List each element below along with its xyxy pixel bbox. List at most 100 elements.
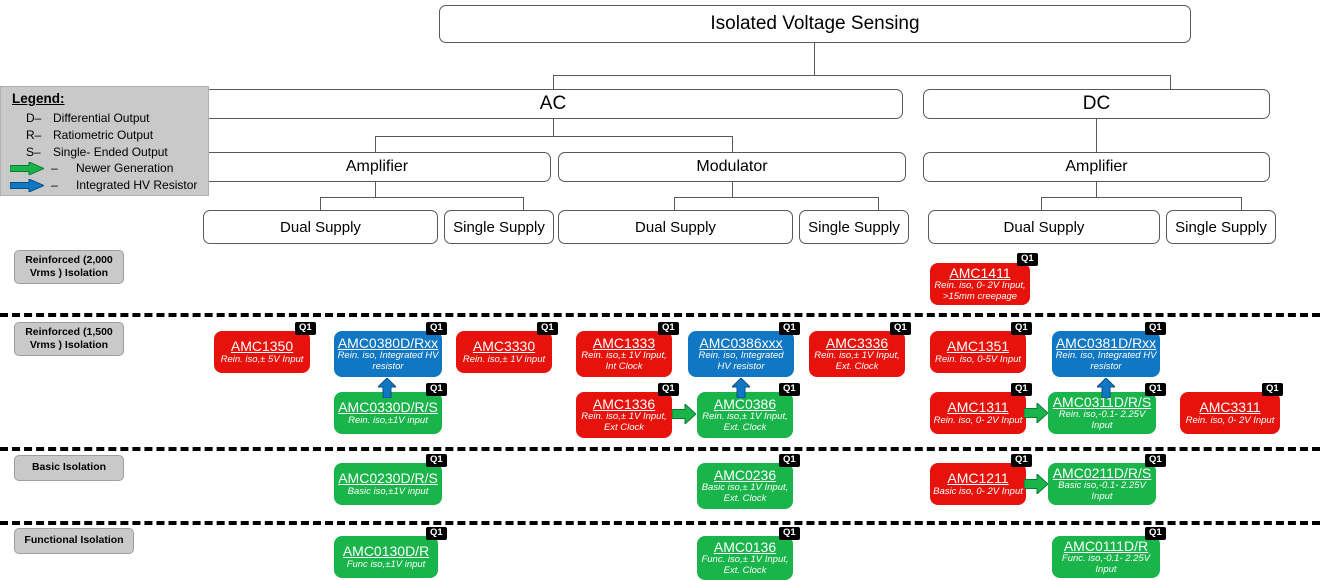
product-description: Func. iso,± 1V Input, Ext. Clock — [701, 554, 789, 576]
product-description: Basic iso,±1V input — [347, 485, 429, 497]
product-chip-amc0236[interactable]: AMC0236 Basic iso,± 1V Input, Ext. Clock — [697, 463, 793, 509]
node-single-supply-modulator[interactable]: Single Supply — [799, 210, 909, 244]
product-part-number: AMC0130D/R — [342, 542, 430, 559]
node-amplifier-ac[interactable]: Amplifier — [203, 152, 551, 182]
connector-single-ac-down — [523, 197, 525, 210]
legend-key-r: R– — [26, 128, 42, 142]
product-chip-amc1411[interactable]: AMC1411 Rein. iso, 0- 2V Input, >15mm cr… — [930, 263, 1030, 305]
node-dual-supply-amplifier-ac[interactable]: Dual Supply — [203, 210, 438, 244]
q1-badge: Q1 — [779, 527, 800, 540]
product-chip-amc3311[interactable]: AMC3311 Rein. iso, 0- 2V Input — [1180, 392, 1280, 434]
product-chip-amc3336[interactable]: AMC3336 Rein. iso,± 1V Input, Ext. Clock — [809, 331, 905, 377]
product-description: Rein. iso,± 1V Input, Int Clock — [581, 350, 667, 372]
node-dual-supply-modulator[interactable]: Dual Supply — [558, 210, 793, 244]
product-chip-amc0330[interactable]: AMC0330D/R/S Rein. iso,±1V input — [334, 392, 442, 434]
green-right-arrow-icon — [1024, 474, 1048, 494]
product-chip-amc0230[interactable]: AMC0230D/R/S Basic iso,±1V input — [334, 463, 442, 505]
product-chip-amc0386xxx[interactable]: AMC0386xxx Rein. iso, Integrated HV resi… — [688, 331, 794, 377]
connector-single-dc-down — [1241, 197, 1243, 210]
legend: Legend: D– Differential Output R– Ratiom… — [0, 86, 209, 196]
product-description: Rein. iso, Integrated HV resistor — [698, 350, 784, 372]
band-text: Reinforced (1,500 Vrms ) Isolation — [25, 325, 113, 351]
node-label: Amplifier — [345, 158, 409, 175]
node-dc[interactable]: DC — [923, 89, 1270, 119]
connector-modulator-down — [732, 136, 734, 152]
product-part-number: AMC0381D/Rxx — [1055, 334, 1157, 351]
product-description: Basic iso,-0.1- 2.25V Input — [1058, 480, 1146, 502]
legend-key-d: D– — [26, 111, 42, 125]
node-label: DC — [1082, 93, 1111, 114]
band-text: Reinforced (2,000 Vrms ) Isolation — [25, 253, 113, 279]
product-chip-amc0130[interactable]: AMC0130D/R Func iso,±1V input — [334, 536, 438, 578]
connector-dc-amplifier-down — [1096, 119, 1098, 152]
product-chip-amc1351[interactable]: AMC1351 Rein. iso, 0-5V Input — [930, 331, 1026, 373]
q1-badge: Q1 — [1017, 253, 1038, 266]
q1-badge: Q1 — [426, 527, 447, 540]
separator-basic — [0, 447, 1320, 451]
connector-ac-split-down — [553, 119, 555, 136]
product-chip-amc1350[interactable]: AMC1350 Rein. iso,± 5V Input — [214, 331, 310, 373]
q1-badge: Q1 — [890, 322, 911, 335]
green-right-arrow-icon — [10, 162, 44, 175]
blue-up-arrow-icon — [1097, 378, 1115, 398]
blue-right-arrow-icon — [10, 179, 44, 192]
legend-text-integrated-hv-resistor: Integrated HV Resistor — [76, 178, 198, 192]
q1-badge: Q1 — [537, 322, 558, 335]
product-chip-amc1311[interactable]: AMC1311 Rein. iso, 0- 2V Input — [930, 392, 1026, 434]
product-chip-amc0380[interactable]: AMC0380D/Rxx Rein. iso, Integrated HV re… — [334, 331, 442, 377]
product-chip-amc0381[interactable]: AMC0381D/Rxx Rein. iso, Integrated HV re… — [1052, 331, 1160, 377]
product-description: Rein. iso,± 5V Input — [220, 353, 304, 365]
legend-dash-2: – — [51, 178, 58, 192]
connector-amp-ac-supply-down — [375, 182, 377, 197]
product-chip-amc0111[interactable]: AMC0111D/R Func. iso,-0.1- 2.25V Input — [1052, 536, 1160, 578]
connector-amp-ac-supply-horizontal — [320, 197, 523, 199]
node-label: Dual Supply — [280, 218, 361, 236]
legend-text-r: Ratiometric Output — [53, 128, 154, 142]
q1-badge: Q1 — [658, 322, 679, 335]
node-ac[interactable]: AC — [203, 89, 903, 119]
node-single-supply-amplifier-dc[interactable]: Single Supply — [1166, 210, 1276, 244]
product-part-number: AMC0386xxx — [699, 334, 783, 351]
connector-ac-split-horizontal — [375, 136, 732, 138]
green-right-arrow-icon — [1024, 403, 1048, 423]
q1-badge: Q1 — [1011, 383, 1032, 396]
product-description: Rein. iso, Integrated HV resistor — [1055, 350, 1157, 372]
product-chip-amc0211[interactable]: AMC0211D/R/S Basic iso,-0.1- 2.25V Input — [1048, 463, 1156, 505]
q1-badge: Q1 — [658, 383, 679, 396]
product-chip-amc1211[interactable]: AMC1211 Basic iso, 0- 2V Input — [930, 463, 1026, 505]
q1-badge: Q1 — [779, 454, 800, 467]
band-label-reinforced-1500: Reinforced (1,500 Vrms ) Isolation — [14, 322, 124, 356]
q1-badge: Q1 — [1262, 383, 1283, 396]
product-description: Rein. iso, 0-5V Input — [934, 353, 1022, 365]
product-chip-amc0311[interactable]: AMC0311D/R/S Rein. iso,-0.1- 2.25V Input — [1048, 392, 1156, 434]
q1-badge: Q1 — [779, 322, 800, 335]
node-label: Single Supply — [453, 218, 545, 236]
node-single-supply-amplifier-ac[interactable]: Single Supply — [444, 210, 554, 244]
node-label: AC — [539, 93, 567, 114]
product-chip-amc0386[interactable]: AMC0386 Rein. iso,± 1V Input, Ext. Clock — [697, 392, 793, 438]
separator-reinforced-1500 — [0, 313, 1320, 317]
product-chip-amc1336[interactable]: AMC1336 Rein. iso,± 1V Input, Ext Clock — [576, 392, 672, 438]
connector-dual-dc-down — [1041, 197, 1043, 210]
product-chip-amc1333[interactable]: AMC1333 Rein. iso,± 1V Input, Int Clock — [576, 331, 672, 377]
node-isolated-voltage-sensing[interactable]: Isolated Voltage Sensing — [439, 5, 1191, 43]
product-description: Rein. iso,± 1V input — [462, 353, 546, 365]
product-chip-amc0136[interactable]: AMC0136 Func. iso,± 1V Input, Ext. Clock — [697, 536, 793, 580]
product-description: Rein. iso, 0- 2V Input — [933, 414, 1023, 426]
band-text: Basic Isolation — [31, 461, 107, 474]
product-description: Basic iso,± 1V Input, Ext. Clock — [701, 482, 789, 504]
band-label-reinforced-2000: Reinforced (2,000 Vrms ) Isolation — [14, 250, 124, 284]
node-modulator[interactable]: Modulator — [558, 152, 906, 182]
product-part-number: AMC3311 — [1199, 398, 1261, 415]
product-description: Rein. iso, Integrated HV resistor — [337, 350, 439, 372]
green-right-arrow-icon — [672, 404, 696, 424]
product-description: Basic iso, 0- 2V Input — [933, 485, 1023, 497]
node-dual-supply-amplifier-dc[interactable]: Dual Supply — [928, 210, 1160, 244]
node-label: Single Supply — [1175, 218, 1267, 236]
product-part-number: AMC0211D/R/S — [1052, 464, 1152, 481]
q1-badge: Q1 — [295, 322, 316, 335]
product-chip-amc3330[interactable]: AMC3330 Rein. iso,± 1V input — [456, 331, 552, 373]
connector-mod-supply-down — [732, 182, 734, 197]
node-amplifier-dc[interactable]: Amplifier — [923, 152, 1270, 182]
